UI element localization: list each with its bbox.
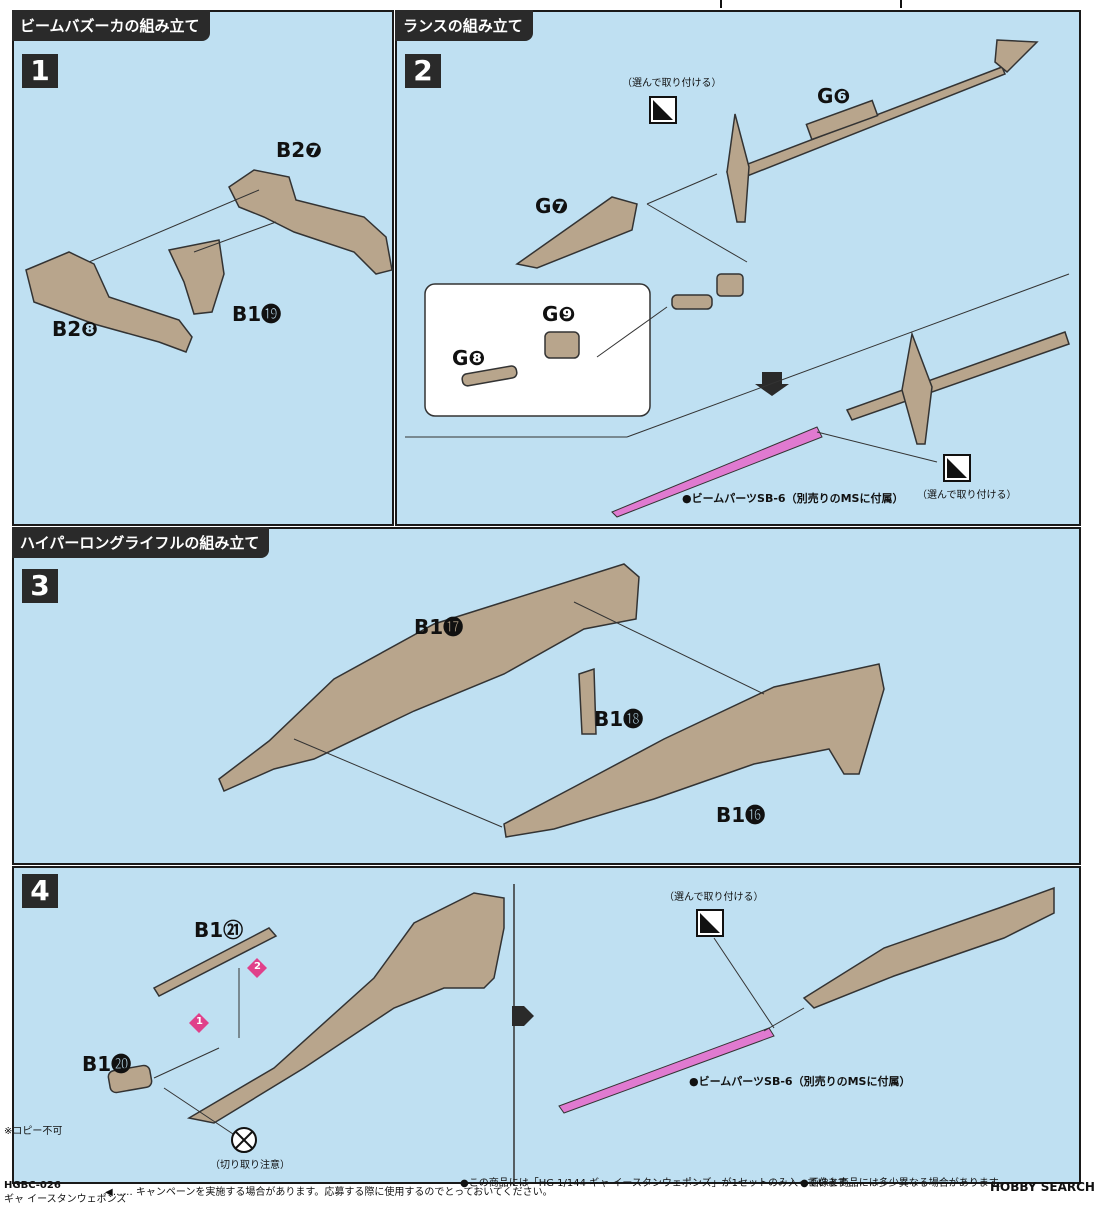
- optional-note-lower: （選んで取り付ける）: [917, 490, 1017, 501]
- g9-part: [544, 331, 580, 359]
- rifle-assembly-left: [186, 892, 505, 1124]
- order-marker-1: [189, 1013, 209, 1033]
- beam-part-4: [558, 1027, 775, 1114]
- step1-diagram: [25, 169, 393, 353]
- optional-note-upper: （選んで取り付ける）: [622, 78, 722, 89]
- b2-7-part: [228, 169, 393, 275]
- step4-diagram: [107, 884, 1055, 1186]
- optional-icon-upper: [649, 96, 677, 124]
- part-label-b2-7: B2❼: [276, 138, 323, 162]
- b1-18-part: [578, 667, 597, 735]
- part-label-g8: G❽: [452, 346, 486, 370]
- g6-grip: [805, 99, 879, 141]
- g6-spear-shaft: [725, 66, 1006, 183]
- campaign-note: ◀…… キャンペーンを実施する場合があります。応募する際に使用するのでとっておい…: [105, 1187, 553, 1198]
- part-label-b1-17: B1⓱: [414, 615, 464, 639]
- step3-number: 3: [22, 569, 58, 603]
- g9-part-upper: [716, 273, 744, 297]
- part-label-b1-18: B1⓲: [594, 707, 644, 731]
- lower-spear-guard: [901, 331, 933, 445]
- step3-panel: ハイパーロングライフルの組み立て 3 B1⓱ B1⓲ B1⓰: [12, 527, 1081, 865]
- b1-19-part: [167, 239, 225, 315]
- g7-part: [515, 196, 638, 269]
- g8-part: [461, 365, 518, 387]
- cut-caution-icon: [231, 1127, 257, 1153]
- model-code: HGBC-026: [4, 1180, 61, 1191]
- order-marker-1-label: 1: [196, 1016, 203, 1027]
- optional-note-step4: （選んで取り付ける）: [664, 892, 764, 903]
- part-label-b1-20: B1⓴: [82, 1052, 132, 1076]
- product-note: ●画像と商品には多少異なる場合があります。: [800, 1178, 1008, 1189]
- g8-part-upper: [671, 294, 713, 310]
- step3-title: ハイパーロングライフルの組み立て: [12, 527, 270, 558]
- step1-title: ビームバズーカの組み立て: [12, 10, 210, 41]
- step1-number: 1: [22, 54, 58, 88]
- step2-diagram: [405, 39, 1070, 518]
- watermark: HOBBY SEARCH: [990, 1180, 1095, 1194]
- step2-panel: ランスの組み立て 2: [395, 10, 1081, 526]
- beam-part: [611, 426, 823, 518]
- b1-21-part: [152, 927, 278, 997]
- contents-note: ●この商品には「HG 1/144 ギャ イースタンウェポンズ」が1セットのみ入っ…: [460, 1178, 857, 1189]
- part-label-g6: G❻: [817, 84, 851, 108]
- step3-diagram: [218, 563, 885, 838]
- part-label-b2-8: B2❽: [52, 317, 99, 341]
- order-marker-2: [247, 958, 267, 978]
- copy-note: ※コピー不可: [4, 1126, 63, 1137]
- beam-note: ●ビームパーツSB-6（別売りのMSに付属）: [682, 492, 904, 505]
- step2-title: ランスの組み立て: [395, 10, 533, 41]
- b1-16-part: [503, 663, 885, 838]
- b1-20-part: [107, 1064, 153, 1094]
- g6-spear-tip: [994, 39, 1039, 74]
- optional-icon-lower: [943, 454, 971, 482]
- part-label-b1-19: B1⓳: [232, 302, 282, 326]
- step2-number: 2: [405, 54, 441, 88]
- rifle-assembly-right: [802, 886, 1055, 1009]
- part-label-g9: G❾: [542, 302, 576, 326]
- step4-number: 4: [22, 874, 58, 908]
- lower-spear-shaft: [845, 331, 1070, 421]
- top-strip: [0, 0, 1100, 8]
- part-label-b1-16: B1⓰: [716, 803, 766, 827]
- right-arrow-icon: [512, 1006, 534, 1026]
- order-marker-2-label: 2: [254, 961, 261, 972]
- step4-panel: 4: [12, 866, 1081, 1186]
- g6-spear-guard: [726, 113, 750, 223]
- cut-note: （切り取り注意）: [210, 1160, 290, 1171]
- part-label-b1-21: B1㉑: [194, 918, 244, 942]
- beam-note-step4: ●ビームパーツSB-6（別売りのMSに付属）: [689, 1075, 911, 1088]
- step1-panel: ビームバズーカの組み立て 1 B2❼ B2❽ B1⓳: [12, 10, 394, 526]
- part-label-g7: G❼: [535, 194, 569, 218]
- optional-icon-step4: [696, 909, 724, 937]
- b2-8-part: [25, 251, 193, 353]
- b1-17-part: [218, 563, 640, 792]
